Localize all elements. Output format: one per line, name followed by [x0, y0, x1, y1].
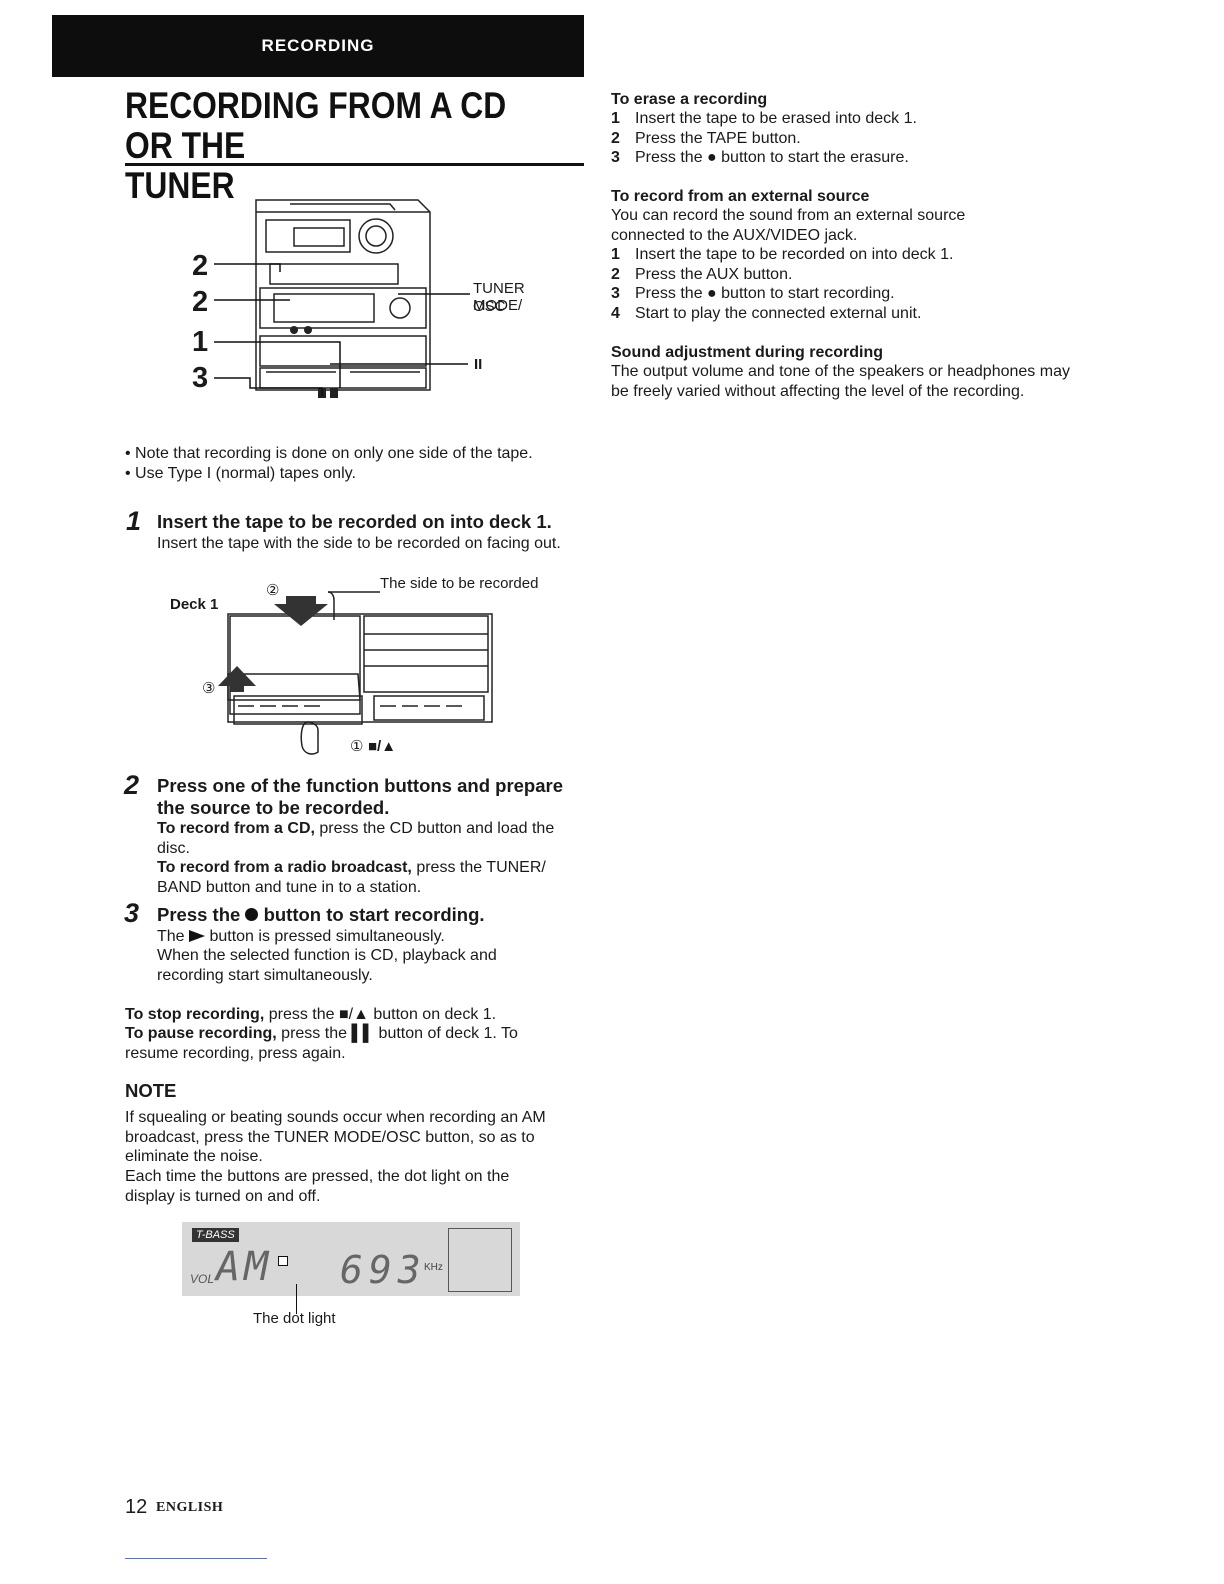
external-intro: You can record the sound from an externa… — [611, 207, 966, 244]
step-3-line-1-b: button is pressed simultaneously. — [205, 928, 445, 945]
note-one-side: • Note that recording is done on only on… — [125, 445, 533, 462]
external-step-number: 2 — [611, 265, 620, 283]
step-1-body: Insert the tape with the side to be reco… — [157, 535, 561, 552]
pause-label: II — [474, 356, 483, 373]
osc-label: OSC — [473, 298, 506, 315]
erase-step-text: Press the TAPE button. — [635, 129, 801, 147]
step-3-line-2: When the selected function is CD, playba… — [157, 947, 497, 984]
step-2-number: 2 — [124, 770, 140, 800]
deck-1-label: Deck 1 — [170, 596, 219, 613]
stop-recording-rest: press the ■/▲ button on deck 1. — [264, 1006, 497, 1023]
section-banner: RECORDING — [52, 15, 584, 77]
external-step-text: Press the ● button to start recording. — [635, 285, 895, 303]
step-3-number: 3 — [124, 898, 140, 928]
dot-light-caption: The dot light — [253, 1310, 336, 1327]
tuner-mode-label: TUNER MODE/ — [473, 280, 525, 314]
mark-2: ② — [266, 582, 280, 599]
stereo-unit-drawing — [214, 199, 470, 398]
step-2-cd-rest: press the CD button and load the disc. — [157, 820, 555, 857]
lcd-display: T-BASS VOL AM 693 KHz — [182, 1222, 520, 1296]
section-label: RECORDING — [261, 36, 375, 55]
deck-drawing — [218, 591, 493, 755]
erase-steps: 1 Insert the tape to be erased into deck … — [611, 109, 1091, 168]
external-step: 3 Press the ● button to start recording. — [611, 284, 1091, 304]
external-steps: 1 Insert the tape to be recorded on into … — [611, 245, 1091, 323]
callout-2b: 2 — [192, 286, 209, 318]
erase-step-text: Insert the tape to be erased into deck 1… — [635, 110, 917, 127]
external-step-text: Press the AUX button. — [635, 265, 793, 283]
external-step-number: 3 — [611, 285, 620, 303]
erase-step-number: 2 — [611, 129, 620, 147]
callout-2a: 2 — [192, 250, 209, 282]
external-step-text: Insert the tape to be recorded on into d… — [635, 246, 954, 263]
external-heading: To record from an external source — [611, 188, 870, 205]
step-2-radio-bold: To record from a radio broadcast, — [157, 859, 412, 876]
step-3-heading: Press the button to start recording. — [157, 904, 587, 926]
band-readout: AM — [216, 1244, 273, 1290]
external-step-number: 1 — [611, 246, 620, 263]
level-meter-frame — [448, 1228, 512, 1292]
step-3-line-1: The button is pressed simultaneously. — [157, 927, 587, 947]
language-label: ENGLISH — [156, 1500, 224, 1515]
step-2-cd: To record from a CD, press the CD button… — [157, 819, 587, 858]
erase-step-number: 1 — [611, 110, 620, 127]
step-1-heading: Insert the tape to be recorded on into d… — [157, 511, 552, 532]
tbass-indicator: T-BASS — [192, 1228, 239, 1242]
sound-heading: Sound adjustment during recording — [611, 344, 883, 361]
play-arrow-icon — [189, 930, 206, 942]
title-rule — [125, 163, 584, 166]
erase-step: 1 Insert the tape to be erased into deck … — [611, 109, 1091, 129]
vol-indicator: VOL — [190, 1272, 215, 1286]
step-2-cd-bold: To record from a CD, — [157, 820, 315, 837]
step-2-radio-rest: press the TUNER/ BAND button and tune in… — [157, 859, 546, 896]
step-3-heading-a: Press the — [157, 904, 246, 925]
erase-heading: To erase a recording — [611, 91, 768, 108]
dot-light-indicator — [278, 1256, 288, 1266]
footer-rule — [125, 1558, 267, 1559]
callout-1: 1 — [192, 326, 209, 358]
step-1-number: 1 — [126, 506, 142, 536]
record-dot-icon — [245, 908, 259, 921]
stop-recording-bold: To stop recording, — [125, 1006, 265, 1023]
mark-1: ① — [350, 738, 364, 755]
stop-recording-text: To stop recording, press the ■/▲ button … — [125, 1005, 585, 1025]
sound-body: The output volume and tone of the speake… — [611, 363, 1070, 400]
deck-figure: Deck 1 The side to be recorded ② ③ ① ■/▲ — [168, 574, 548, 760]
pause-recording-bold: To pause recording, — [125, 1025, 277, 1042]
page-title: RECORDING FROM A CD OR THE TUNER — [125, 86, 521, 206]
side-recorded-label: The side to be recorded — [380, 575, 539, 592]
erase-step-text: Press the ● button to start the erasure. — [635, 149, 909, 167]
note-paragraph-2: Each time the buttons are pressed, the d… — [125, 1168, 510, 1205]
dot-light-leader — [296, 1284, 297, 1314]
frequency-readout: 693 — [340, 1248, 427, 1292]
note-heading: NOTE — [125, 1080, 177, 1101]
erase-step: 2 Press the TAPE button. — [611, 129, 1091, 149]
external-step-number: 4 — [611, 304, 620, 322]
note-paragraph-1: If squealing or beating sounds occur whe… — [125, 1109, 546, 1166]
step-3-heading-b: button to start recording. — [258, 904, 485, 925]
external-step: 4 Start to play the connected external un… — [611, 304, 1091, 324]
title-line-2: TUNER — [125, 165, 235, 206]
title-line-1: RECORDING FROM A CD OR THE — [125, 85, 507, 166]
pause-recording-text: To pause recording, press the ▌▌ button … — [125, 1024, 565, 1063]
pause-recording-rest: press the ▌▌ button of deck 1. To resume… — [125, 1025, 518, 1062]
stereo-figure: 2 2 1 3 TUNER MODE/ OSC II — [190, 192, 530, 420]
stop-eject-symbol: ■/▲ — [368, 738, 397, 755]
erase-step: 3 Press the ● button to start the erasure… — [611, 148, 1091, 168]
step-2-radio: To record from a radio broadcast, press … — [157, 858, 587, 897]
mark-3: ③ — [202, 680, 216, 697]
page-number: 12 — [125, 1496, 148, 1518]
step-3-line-1-a: The — [157, 928, 190, 945]
khz-unit: KHz — [424, 1262, 443, 1273]
external-step: 1 Insert the tape to be recorded on into … — [611, 245, 1091, 265]
erase-step-number: 3 — [611, 149, 620, 167]
note-type-i: • Use Type I (normal) tapes only. — [125, 465, 356, 482]
callout-3: 3 — [192, 362, 209, 394]
external-step: 2 Press the AUX button. — [611, 265, 1091, 285]
external-step-text: Start to play the connected external uni… — [635, 304, 922, 322]
step-2-heading: Press one of the function buttons and pr… — [157, 775, 564, 818]
